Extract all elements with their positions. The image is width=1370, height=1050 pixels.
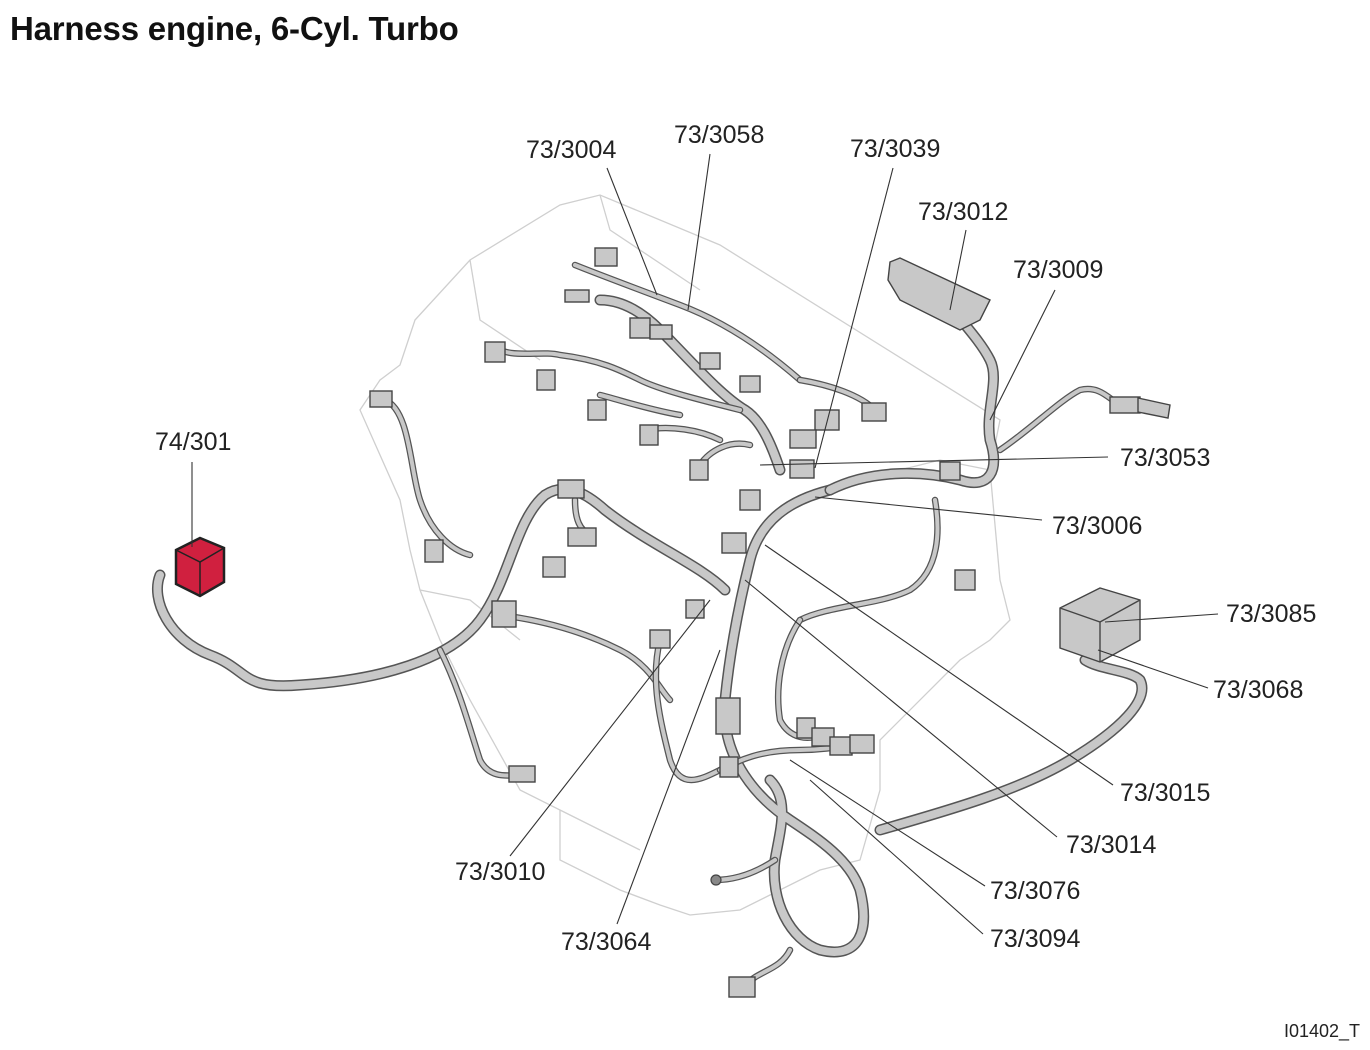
page-title: Harness engine, 6-Cyl. Turbo [10, 10, 459, 47]
figure-id: I01402_T [1283, 1021, 1360, 1041]
harness-central-trunk [594, 294, 1000, 958]
callout-73-3085: 73/3085 [1226, 600, 1316, 628]
callout-73-3064: 73/3064 [561, 928, 651, 956]
callout-73-3015: 73/3015 [1120, 779, 1210, 807]
callout-73-3012: 73/3012 [918, 198, 1008, 226]
harness-main-branch [151, 483, 731, 692]
engine-outline [359, 194, 1011, 916]
callout-73-3076: 73/3076 [990, 877, 1080, 905]
highlighted-component-74-301[interactable] [174, 536, 226, 598]
callout-73-3006: 73/3006 [1052, 512, 1142, 540]
callout-73-3010: 73/3010 [455, 858, 545, 886]
callout-73-3014: 73/3014 [1066, 831, 1156, 859]
callout-labels: 73/3004 73/3058 73/3039 73/3012 73/3009 … [155, 121, 1316, 956]
callout-74-301: 74/301 [155, 428, 231, 456]
callout-73-3039: 73/3039 [850, 135, 940, 163]
callout-73-3058: 73/3058 [674, 121, 764, 149]
callout-73-3009: 73/3009 [1013, 256, 1103, 284]
leader-lines [191, 153, 1219, 935]
callout-73-3053: 73/3053 [1120, 444, 1210, 472]
harness-right-branch [874, 385, 1148, 836]
callout-73-3004: 73/3004 [526, 136, 616, 164]
connectors [369, 247, 1171, 998]
callout-73-3094: 73/3094 [990, 925, 1080, 953]
callout-73-3068: 73/3068 [1213, 676, 1303, 704]
